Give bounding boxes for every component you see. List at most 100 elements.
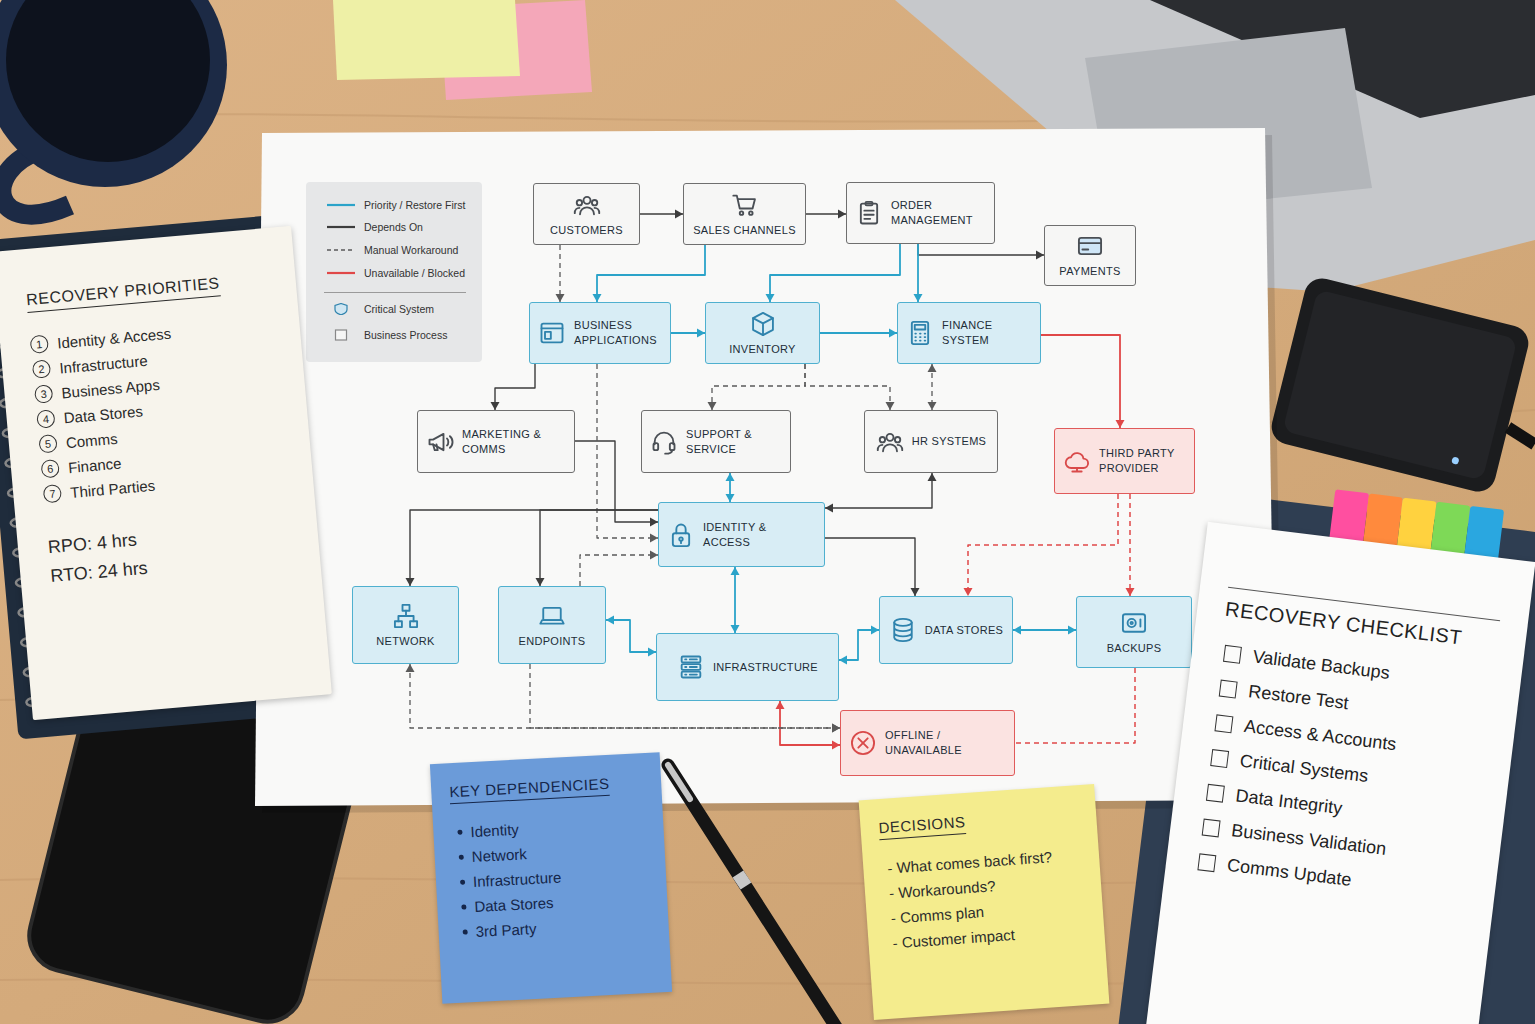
note-heading: KEY DEPENDENCIES xyxy=(449,775,610,804)
node-label: SALES CHANNELS xyxy=(693,223,796,238)
connector xyxy=(708,364,806,410)
legend-line xyxy=(327,272,355,274)
arrowhead xyxy=(928,364,937,372)
process-box: FINANCE SYSTEM xyxy=(897,302,1041,364)
connector xyxy=(1041,335,1125,428)
connector-line xyxy=(968,494,1118,596)
process-box: HR SYSTEMS xyxy=(864,410,998,473)
arrowhead xyxy=(697,329,705,338)
node-text: FINANCE SYSTEM xyxy=(942,318,1032,348)
node-label: IDENTITY & ACCESS xyxy=(703,520,816,550)
connector-line xyxy=(597,245,705,302)
node-text: HR SYSTEMS xyxy=(912,434,987,449)
connector xyxy=(805,364,895,410)
bullet-dot xyxy=(461,904,466,909)
external-drive xyxy=(1268,275,1535,503)
node-text: OFFLINE / UNAVAILABLE xyxy=(885,728,1006,758)
arrowhead xyxy=(766,294,775,302)
legend-sample xyxy=(326,244,356,256)
arrowhead xyxy=(731,625,740,633)
node-icon xyxy=(426,428,454,456)
legend-text: Depends On xyxy=(364,221,423,233)
node-label: THIRD PARTY PROVIDER xyxy=(1099,446,1186,476)
arrowhead xyxy=(606,616,614,625)
shield-symbol xyxy=(335,304,347,315)
note-row: - Customer impact xyxy=(892,921,1087,951)
callout-number: 3 xyxy=(34,384,54,404)
checkbox xyxy=(1206,784,1225,803)
legend-sample xyxy=(326,329,356,341)
note-item: Identity xyxy=(470,821,519,841)
legend-text: Unavailable / Blocked xyxy=(364,267,465,279)
arrowhead xyxy=(889,329,897,338)
legend-text: Priority / Restore First xyxy=(364,199,466,211)
node-icon xyxy=(1120,609,1148,637)
callout-number: 5 xyxy=(38,434,58,454)
node-text: SALES CHANNELS xyxy=(693,223,796,238)
arrowhead xyxy=(832,724,840,733)
connector xyxy=(776,701,841,750)
process-box: PAYMENTS xyxy=(1044,225,1136,286)
pen xyxy=(668,765,838,1024)
connector-line xyxy=(825,538,915,596)
checklist-heading: RECOVERY CHECKLIST xyxy=(1224,598,1499,654)
arrowhead xyxy=(1126,588,1135,596)
arrowhead xyxy=(1116,420,1125,428)
arrowhead xyxy=(1068,626,1076,635)
node-icon xyxy=(1063,447,1091,475)
node-label: BACKUPS xyxy=(1107,641,1162,656)
process-box: BUSINESS APPLICATIONS xyxy=(529,302,671,364)
arrowhead xyxy=(536,578,545,586)
connector xyxy=(606,616,656,657)
legend-row: Manual Workaround xyxy=(326,244,458,256)
connector xyxy=(964,494,1119,596)
connector xyxy=(928,364,937,410)
legend-row: Critical System xyxy=(326,303,434,315)
connector xyxy=(1013,626,1076,635)
checkbox xyxy=(1210,749,1229,768)
node-text: SUPPORT & SERVICE xyxy=(686,427,782,457)
process-box: BACKUPS xyxy=(1076,596,1192,668)
sticky-pad-yellow xyxy=(333,0,520,80)
node-icon xyxy=(667,521,695,549)
process-box: INVENTORY xyxy=(705,302,820,364)
priority-item: Comms xyxy=(65,429,118,450)
arrowhead xyxy=(1036,251,1044,260)
node-icon xyxy=(538,602,566,630)
process-box: SUPPORT & SERVICE xyxy=(641,410,791,473)
arrowhead xyxy=(1013,626,1021,635)
arrowhead xyxy=(650,518,658,527)
node-label: CUSTOMERS xyxy=(550,223,623,238)
arrowhead xyxy=(726,494,735,502)
diagram-sheet xyxy=(255,128,1276,806)
node-label: OFFLINE / UNAVAILABLE xyxy=(885,728,1006,758)
connector-line xyxy=(1015,668,1135,743)
arrowhead xyxy=(650,534,658,543)
node-text: INVENTORY xyxy=(729,342,795,357)
note-item: Network xyxy=(471,845,527,865)
process-box: SALES CHANNELS xyxy=(683,183,806,245)
connector-line xyxy=(712,364,805,410)
arrowhead xyxy=(708,402,717,410)
node-icon xyxy=(849,729,877,757)
node-label: INFRASTRUCTURE xyxy=(713,660,818,675)
connector-line xyxy=(839,630,879,660)
note-row: 3rd Party xyxy=(462,914,651,941)
node-label: FINANCE SYSTEM xyxy=(942,318,1032,348)
callout-number: 6 xyxy=(40,459,60,479)
connector-line xyxy=(559,245,560,302)
arrowhead xyxy=(928,473,937,481)
note-heading: RECOVERY PRIORITIES xyxy=(26,274,221,313)
connector xyxy=(671,329,705,338)
arrowhead xyxy=(911,588,920,596)
arrowhead xyxy=(650,551,658,560)
arrowhead xyxy=(928,402,937,410)
process-box: NETWORK xyxy=(352,586,459,664)
sticky-note: DECISIONS- What comes back first?- Worka… xyxy=(859,784,1110,1020)
node-label: ENDPOINTS xyxy=(519,634,586,649)
connector xyxy=(640,210,683,219)
connector xyxy=(491,364,536,410)
node-label: HR SYSTEMS xyxy=(912,434,987,449)
node-icon xyxy=(1076,232,1104,260)
node-text: ENDPOINTS xyxy=(519,634,586,649)
